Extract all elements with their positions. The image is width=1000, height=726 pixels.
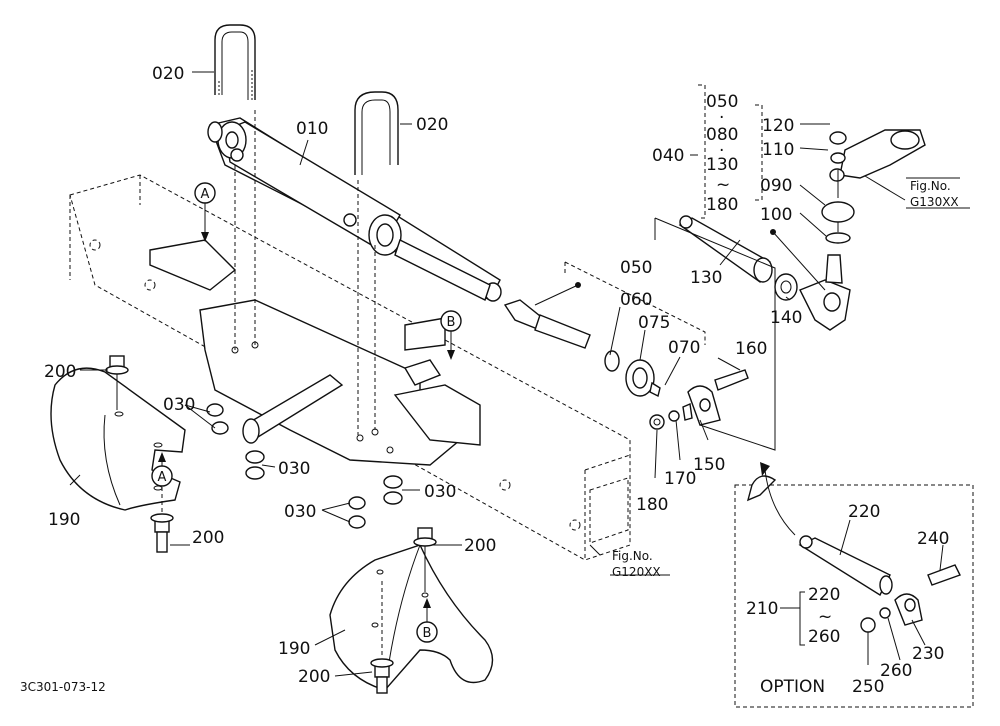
range-tilde: ~ (716, 175, 730, 195)
label-220: 220 (808, 585, 840, 605)
u-bolt-020-right (354, 91, 399, 435)
label-190: 190 (48, 510, 80, 530)
marker-b-label: B (423, 626, 432, 641)
option-box (734, 475, 974, 708)
cover-190-right (329, 544, 494, 691)
label-120: 120 (762, 116, 794, 136)
label-020: 020 (416, 115, 448, 135)
marker-a-bottom: A (151, 452, 173, 487)
marker-a-label: A (201, 187, 210, 202)
label-260: 260 (808, 627, 840, 647)
label-240: 240 (917, 529, 949, 549)
group-outline-130 (654, 217, 776, 451)
marker-b-bottom: B (416, 598, 438, 643)
label-150: 150 (693, 455, 725, 475)
label-230: 230 (912, 644, 944, 664)
label-080: 080 (706, 125, 738, 145)
label-070: 070 (668, 338, 700, 358)
option-label: OPTION (760, 677, 825, 697)
label-200: 200 (44, 362, 76, 382)
fig-label: Fig.No. (910, 179, 951, 193)
steering-cylinder-010 (207, 117, 502, 302)
option-arrow (760, 462, 796, 536)
label-100: 100 (760, 205, 792, 225)
label-180: 180 (706, 195, 738, 215)
separator-dot: · (719, 141, 724, 161)
u-bolt-020-left (214, 24, 256, 350)
label-050: 050 (706, 92, 738, 112)
label-110: 110 (762, 140, 794, 160)
chassis-frame (69, 174, 631, 561)
fig-ref-g120: G120XX (612, 565, 661, 579)
label-180: 180 (636, 495, 668, 515)
label-160: 160 (735, 339, 767, 359)
drawing-id: 3C301-073-12 (20, 680, 106, 694)
label-075: 075 (638, 313, 670, 333)
label-200: 200 (298, 667, 330, 687)
separator-dot: · (719, 108, 724, 128)
range-tilde: ~ (818, 607, 832, 627)
marker-a-label: A (158, 470, 167, 485)
label-200: 200 (464, 536, 496, 556)
part-labels: 020 010 020 050 · 080 · 040 130 ~ 180 12… (20, 64, 959, 697)
marker-b-top: B (440, 310, 462, 360)
label-210: 210 (746, 599, 778, 619)
knuckle-arm (799, 129, 926, 331)
label-250: 250 (852, 677, 884, 697)
label-030: 030 (424, 482, 456, 502)
axle-bracket (149, 239, 481, 466)
cover-190-left (50, 367, 186, 511)
label-020: 020 (152, 64, 184, 84)
label-040: 040 (652, 146, 684, 166)
label-010: 010 (296, 119, 328, 139)
tie-rod-end-assembly (503, 299, 749, 430)
bolt-200-set (105, 355, 437, 694)
label-190: 190 (278, 639, 310, 659)
label-030: 030 (278, 459, 310, 479)
tie-rod-130 (678, 215, 798, 301)
label-260: 260 (880, 661, 912, 681)
marker-b-label: B (447, 315, 456, 330)
group-bracket-040 (698, 84, 763, 219)
leader-lines (69, 71, 970, 677)
label-030: 030 (284, 502, 316, 522)
label-030: 030 (163, 395, 195, 415)
label-220: 220 (848, 502, 880, 522)
nut-030-set (206, 403, 403, 529)
group-outline-050 (564, 261, 706, 345)
marker-a-top: A (194, 182, 216, 242)
label-140: 140 (770, 308, 802, 328)
label-170: 170 (664, 469, 696, 489)
label-060: 060 (620, 290, 652, 310)
fig-ref-g130: G130XX (910, 195, 959, 209)
label-130: 130 (690, 268, 722, 288)
label-200: 200 (192, 528, 224, 548)
fig-label: Fig.No. (612, 549, 653, 563)
label-050: 050 (620, 258, 652, 278)
label-130: 130 (706, 155, 738, 175)
label-090: 090 (760, 176, 792, 196)
